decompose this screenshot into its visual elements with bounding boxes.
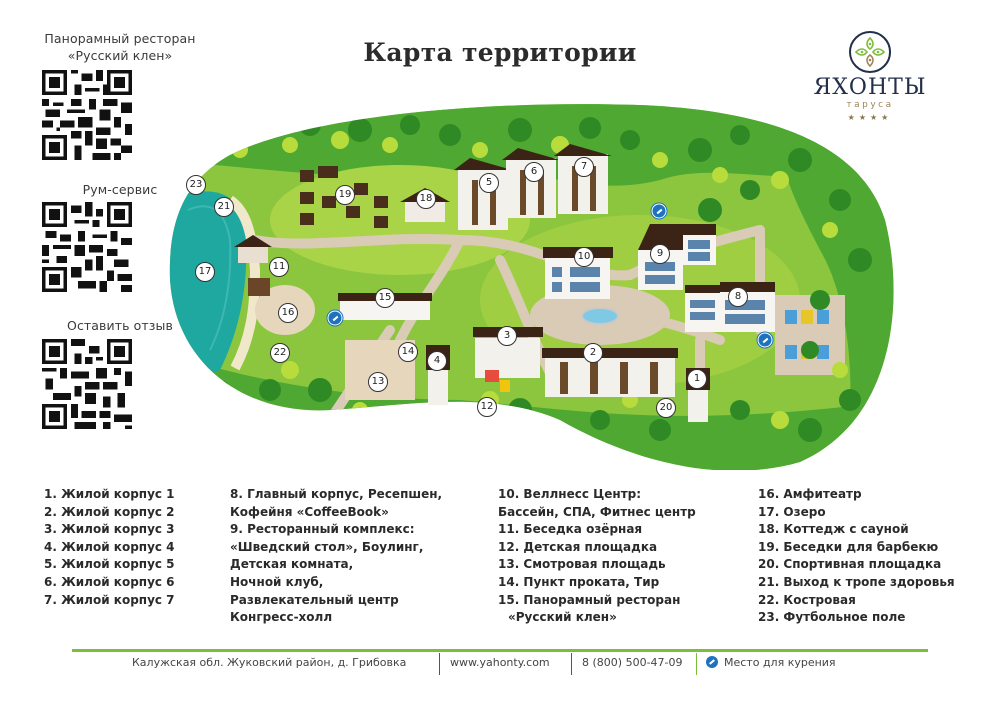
map-marker-13[interactable]: 13: [368, 372, 388, 392]
footer-divider: [72, 649, 928, 652]
map-marker-12[interactable]: 12: [477, 397, 497, 417]
legend-item: Детская комната,: [230, 557, 354, 572]
legend-item: 15. Панорамный ресторан: [498, 592, 681, 607]
qr-code-icon[interactable]: [42, 202, 132, 292]
page-title: Карта территории: [363, 38, 637, 67]
legend-item: 1. Жилой корпус 1: [44, 487, 175, 501]
map-marker-18[interactable]: 18: [416, 189, 436, 209]
smoking-area-icon[interactable]: [327, 310, 343, 326]
legend-item: 9. Ресторанный комплекс:: [230, 522, 415, 537]
footer-separator: [571, 653, 572, 675]
legend-item: 20. Спортивная площадка: [758, 557, 942, 572]
smoking-area-icon[interactable]: [757, 332, 773, 348]
legend-column-1: 1. Жилой корпус 1 2. Жилой корпус 2 3. Ж…: [44, 486, 175, 609]
legend-item: 14. Пункт проката, Тир: [498, 574, 660, 589]
map-marker-23[interactable]: 23: [186, 175, 206, 195]
legend-item: 2. Жилой корпус 2: [44, 504, 175, 519]
legend-item: 11. Беседка озёрная: [498, 522, 643, 537]
footer-separator: [696, 653, 697, 675]
legend-item: 8. Главный корпус, Ресепшен,: [230, 487, 443, 501]
logo-name: ЯХОНТЫ: [813, 75, 927, 100]
map-marker-7[interactable]: 7: [574, 157, 594, 177]
footer-smoking-label: Место для курения: [724, 656, 836, 669]
logo-stars: ★★★★: [847, 113, 893, 122]
legend-item: 4. Жилой корпус 4: [44, 539, 175, 554]
legend-item: 12. Детская площадка: [498, 539, 658, 554]
footer-website-link[interactable]: www.yahonty.com: [450, 656, 550, 669]
territory-map[interactable]: 1 2 3 4 5 6 7 8 9 10 11 12 13 14 15 16 1…: [160, 100, 900, 470]
legend-item: «Русский клен»: [508, 610, 617, 625]
logo-emblem-icon: [848, 30, 892, 74]
qr-block-room-service: Рум-сервис: [30, 181, 210, 198]
legend-item: 10. Веллнесс Центр:: [498, 487, 642, 501]
footer-separator: [439, 653, 440, 675]
logo: ЯХОНТЫ таруса ★★★★: [800, 30, 940, 124]
legend-item: Конгресс-холл: [230, 610, 333, 625]
legend-item: Бассейн, СПА, Фитнес центр: [498, 504, 696, 519]
legend-item: 18. Коттедж с сауной: [758, 522, 909, 537]
legend-item: Ночной клуб,: [230, 574, 324, 589]
legend-item: 3. Жилой корпус 3: [44, 522, 175, 537]
legend-item: 6. Жилой корпус 6: [44, 574, 175, 589]
qr-code-icon[interactable]: [42, 339, 132, 429]
legend-item: 13. Смотровая площадь: [498, 557, 666, 572]
map-marker-3[interactable]: 3: [497, 326, 517, 346]
qr-code-icon[interactable]: [42, 70, 132, 160]
map-marker-22[interactable]: 22: [270, 343, 290, 363]
map-marker-21[interactable]: 21: [214, 197, 234, 217]
footer-address: Калужская обл. Жуковский район, д. Грибо…: [132, 656, 407, 669]
smoking-area-icon[interactable]: [651, 203, 667, 219]
map-marker-2[interactable]: 2: [583, 343, 603, 363]
legend-item: 16. Амфитеатр: [758, 487, 862, 501]
smoking-area-icon: [706, 656, 718, 668]
qr-label: Панорамный ресторан: [44, 31, 196, 46]
map-marker-9[interactable]: 9: [650, 244, 670, 264]
legend-item: Развлекательный центр: [230, 592, 399, 607]
map-marker-4[interactable]: 4: [427, 351, 447, 371]
map-marker-6[interactable]: 6: [524, 162, 544, 182]
map-marker-5[interactable]: 5: [479, 173, 499, 193]
legend-item: 19. Беседки для барбекю: [758, 539, 939, 554]
legend-column-4: 16. Амфитеатр 17. Озеро 18. Коттедж с са…: [758, 486, 955, 627]
legend-item: «Шведский стол», Боулинг,: [230, 539, 424, 554]
footer-smoking-legend: Место для курения: [706, 653, 836, 675]
map-marker-10[interactable]: 10: [574, 247, 594, 267]
legend-item: 17. Озеро: [758, 504, 826, 519]
qr-block-review: Оставить отзыв: [30, 317, 210, 334]
qr-label: Оставить отзыв: [67, 318, 173, 333]
map-marker-15[interactable]: 15: [375, 288, 395, 308]
qr-label: «Русский клен»: [67, 48, 173, 63]
logo-subtitle: таруса: [846, 100, 894, 110]
legend-item: Кофейня «CoffeeBook»: [230, 504, 389, 519]
map-marker-17[interactable]: 17: [195, 262, 215, 282]
map-marker-11[interactable]: 11: [269, 257, 289, 277]
map-marker-14[interactable]: 14: [398, 342, 418, 362]
map-marker-8[interactable]: 8: [728, 287, 748, 307]
map-marker-20[interactable]: 20: [656, 398, 676, 418]
footer-phone-link[interactable]: 8 (800) 500-47-09: [582, 656, 683, 669]
map-marker-1[interactable]: 1: [687, 369, 707, 389]
legend-item: 23. Футбольное поле: [758, 610, 906, 625]
map-marker-16[interactable]: 16: [278, 303, 298, 323]
qr-label: Рум-сервис: [82, 182, 158, 197]
legend-item: 22. Костровая: [758, 592, 856, 607]
legend-item: 5. Жилой корпус 5: [44, 557, 175, 572]
qr-block-restaurant: Панорамный ресторан «Русский клен»: [30, 30, 210, 64]
legend-column-3: 10. Веллнесс Центр: Бассейн, СПА, Фитнес…: [498, 486, 696, 627]
legend-column-2: 8. Главный корпус, Ресепшен, Кофейня «Co…: [230, 486, 442, 627]
legend-item: 21. Выход к тропе здоровья: [758, 574, 955, 589]
map-marker-19[interactable]: 19: [335, 185, 355, 205]
legend-item: 7. Жилой корпус 7: [44, 592, 175, 607]
footer: Калужская обл. Жуковский район, д. Грибо…: [72, 653, 928, 675]
